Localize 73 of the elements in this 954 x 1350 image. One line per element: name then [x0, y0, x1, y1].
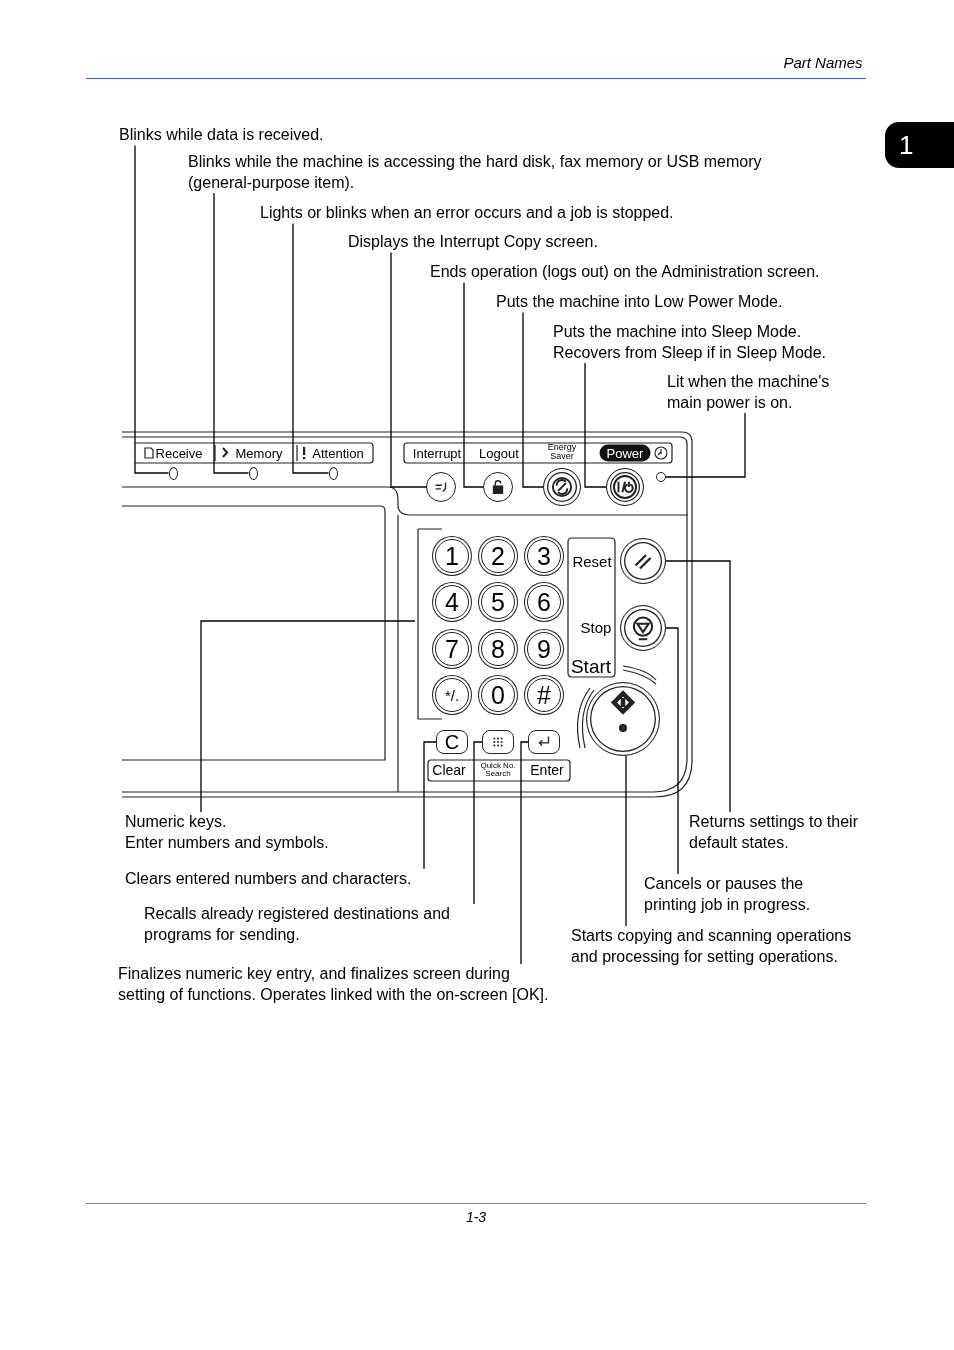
leader-line: [520, 741, 529, 965]
callout-text: Puts the machine into Sleep Mode.: [553, 322, 803, 342]
page-number: 1-3: [465, 1209, 487, 1225]
panel-label: Interrupt: [412, 445, 462, 461]
callout-text: Lights or blinks when an error occurs and a job is stopped.: [260, 203, 730, 224]
callout-text: Displays the Interrupt Copy screen.: [348, 232, 638, 253]
leader-line: [522, 311, 544, 488]
chapter-tab: 1: [885, 122, 954, 168]
header-text: Part Names: [783, 53, 863, 71]
key-label: Start: [570, 656, 612, 678]
leader-line: [134, 144, 170, 474]
panel-label: Memory: [235, 445, 283, 461]
reset-key: [620, 538, 666, 584]
callout-text: Lit when the machine's main power is on.: [667, 372, 857, 413]
key-label: Enter: [530, 762, 564, 778]
callout-text: Clears entered numbers and characters.: [125, 869, 450, 890]
callout-text: Recovers from Sleep if in Sleep Mode.: [553, 342, 827, 363]
leader-line: [463, 281, 484, 488]
callout-text: Returns settings to their default states.: [689, 812, 859, 853]
leader-line: [473, 741, 483, 905]
callout-text: Blinks while the machine is accessing the hard disk, fax memory or USB memory (general-purpose item).: [188, 152, 828, 193]
numeric-key: 1: [435, 539, 469, 573]
enter-key: [528, 730, 560, 754]
panel-label: Attention: [312, 445, 364, 461]
key-label: Reset: [572, 552, 612, 570]
quick-search-key: [482, 730, 514, 754]
indicator-lamp: [656, 472, 666, 482]
interrupt-key: [426, 472, 456, 502]
power-key: [606, 468, 644, 506]
numeric-key: 8: [481, 632, 515, 666]
leader-line: [665, 560, 731, 813]
callout-text: Starts copying and scanning operations and processing for setting operations.: [571, 926, 866, 967]
panel-label: Receive: [155, 445, 203, 461]
leader-line: [665, 412, 746, 478]
key-label: Quick No. Search: [480, 762, 516, 778]
numeric-key: 9: [527, 632, 561, 666]
callout-text: Numeric keys.: [125, 812, 228, 832]
leader-line: [292, 222, 330, 474]
clear-key: C: [436, 730, 468, 754]
panel-label: Power: [599, 444, 651, 462]
indicator-lamp: [248, 466, 258, 480]
stop-key: [620, 605, 666, 651]
leader-line: [423, 741, 437, 870]
indicator-lamp: [168, 466, 178, 480]
callout-text: Cancels or pauses the printing job in progress.: [644, 874, 844, 915]
symbol-key: */.: [435, 678, 469, 712]
numeric-key: 7: [435, 632, 469, 666]
leader-line: [200, 620, 416, 813]
callout-text: Puts the machine into Low Power Mode.: [496, 292, 826, 313]
energy-saver-key: [543, 468, 581, 506]
leader-line: [584, 362, 607, 488]
leader-line: [625, 755, 627, 927]
indicator-lamp: [328, 466, 338, 480]
numeric-key: 5: [481, 585, 515, 619]
leader-line: [665, 627, 679, 875]
key-label: Stop: [580, 618, 612, 636]
numeric-key: 2: [481, 539, 515, 573]
symbol-key: #: [527, 678, 561, 712]
panel-label: Logout: [479, 445, 519, 461]
numeric-key: 3: [527, 539, 561, 573]
callout-text: Finalizes numeric key entry, and finalizes screen during setting of functions. Operates linked with the on-screen [OK].: [118, 964, 558, 1005]
callout-text: Blinks while data is received.: [119, 125, 359, 146]
numeric-key: 0: [481, 678, 515, 712]
numeric-key: 6: [527, 585, 561, 619]
leader-line: [390, 251, 427, 488]
key-label: Clear: [432, 762, 466, 778]
callout-text: Recalls already registered destinations and programs for sending.: [144, 904, 489, 945]
leader-line: [213, 192, 250, 474]
panel-label: Energy Saver: [546, 443, 578, 461]
logout-key: [483, 472, 513, 502]
callout-text: Ends operation (logs out) on the Administration screen.: [430, 262, 870, 283]
callout-text: Enter numbers and symbols.: [125, 832, 330, 853]
numeric-key: 4: [435, 585, 469, 619]
